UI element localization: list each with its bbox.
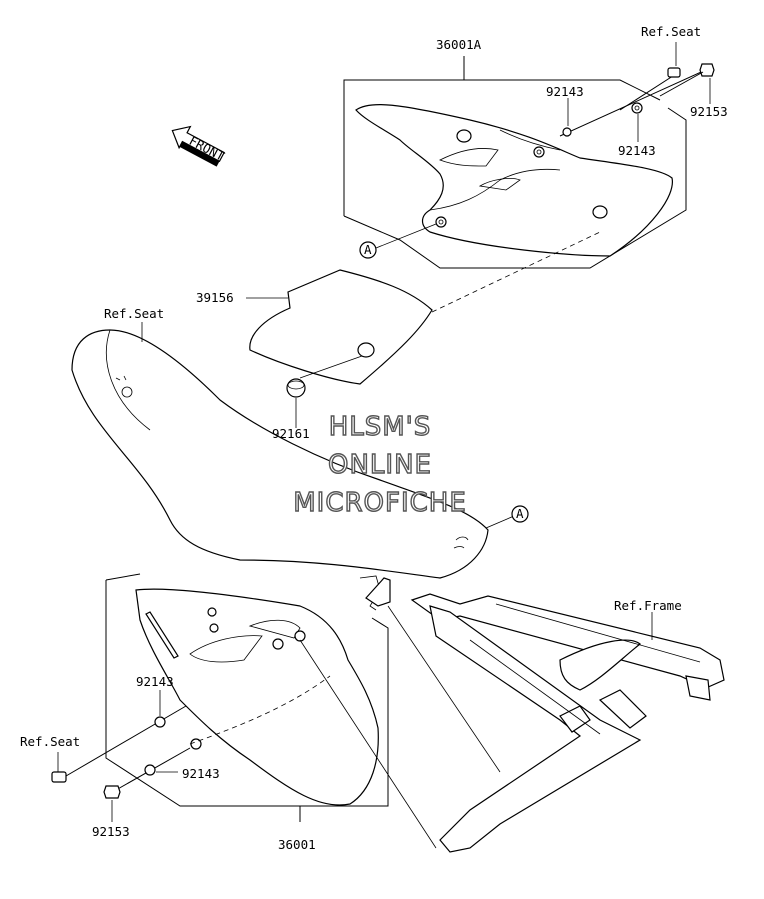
label-92161: 92161: [272, 426, 310, 441]
svg-text:A: A: [516, 506, 524, 521]
label-92143-top-a: 92143: [546, 84, 584, 99]
label-ref-frame: Ref.Frame: [614, 598, 682, 613]
bolt-92153-top: [659, 63, 715, 97]
group-36001a-bracket: [343, 56, 687, 269]
side-cover-upper: [355, 103, 673, 257]
label-92143-bot-b: 92143: [182, 766, 220, 781]
front-arrow-icon: FRONT: [171, 125, 227, 167]
label-39156: 39156: [196, 290, 234, 305]
washer-92143-c: [154, 716, 166, 728]
watermark: HLSM'S ONLINE MICROFICHE: [293, 411, 467, 518]
subframe: [365, 577, 725, 853]
label-ref-seat-top: Ref.Seat: [641, 24, 701, 39]
callout-a-lower: A: [485, 505, 529, 529]
label-92153-top: 92153: [690, 104, 728, 119]
side-cover-lower: [135, 588, 437, 849]
washer-92143-b: [631, 102, 643, 114]
label-ref-seat-bot: Ref.Seat: [20, 734, 80, 749]
label-ref-seat-mid: Ref.Seat: [104, 306, 164, 321]
washer-92143-a: [562, 127, 572, 137]
label-92143-bot-a: 92143: [136, 674, 174, 689]
label-92143-top-b: 92143: [618, 143, 656, 158]
svg-text:A: A: [364, 242, 372, 257]
watermark-line2: ONLINE: [328, 450, 432, 480]
washer-92143-d: [144, 764, 156, 776]
label-36001: 36001: [278, 837, 316, 852]
fasteners-upper: [559, 42, 715, 142]
group-36001-bracket: [105, 573, 389, 822]
callout-a-upper: A: [359, 223, 437, 259]
grommet-92161: [286, 342, 375, 428]
bolt-92153-bot: [103, 785, 121, 822]
label-36001a: 36001A: [436, 37, 482, 52]
watermark-line1: HLSM'S: [329, 412, 432, 442]
bolt-ref-seat-bot: [51, 752, 67, 783]
fasteners-lower: [51, 690, 191, 822]
bolt-ref-seat-top: [667, 67, 681, 78]
pad-39156: [246, 231, 601, 385]
watermark-line3: MICROFICHE: [293, 488, 467, 518]
seat: [71, 322, 489, 611]
label-92153-bot: 92153: [92, 824, 130, 839]
